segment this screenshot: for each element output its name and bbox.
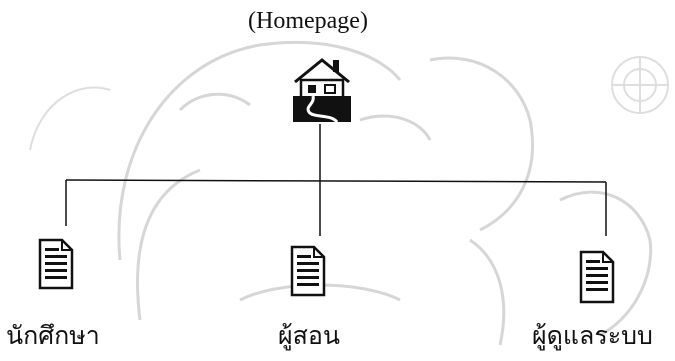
document-icon: [579, 250, 615, 304]
instructor-label: ผู้สอน: [278, 321, 341, 350]
administrator-label: ผู้ดูแลระบบ: [532, 321, 653, 350]
student-label: นักศึกษา: [6, 321, 100, 350]
branch-bar: [65, 179, 607, 183]
house-icon: [293, 58, 351, 124]
document-icon: [38, 238, 74, 290]
document-icon: [290, 245, 326, 297]
homepage-label: (Homepage): [248, 8, 368, 34]
